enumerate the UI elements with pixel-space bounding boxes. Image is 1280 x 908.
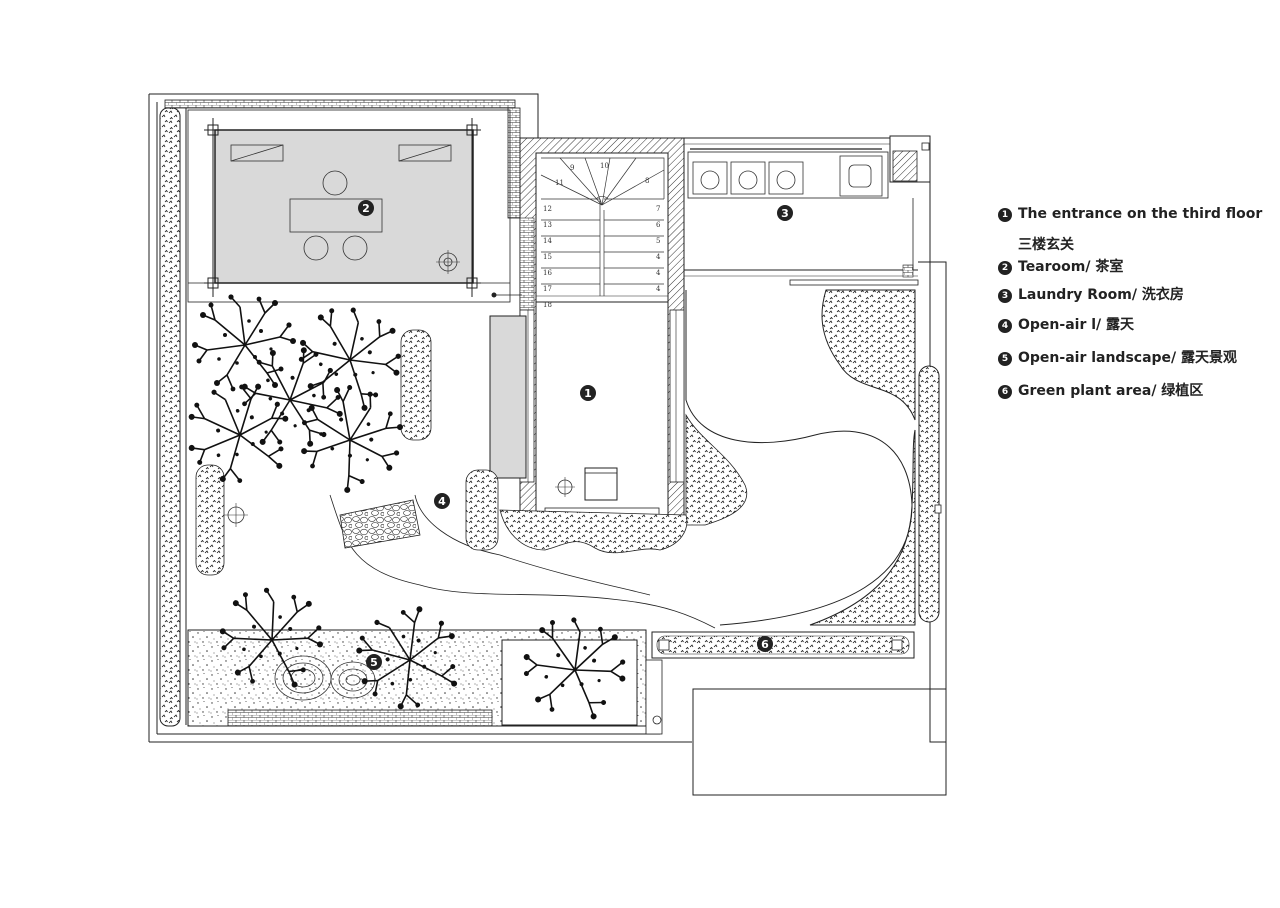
legend-item: 2 Tearoom/ 茶室 [998, 256, 1123, 276]
laundry-room [684, 135, 931, 286]
legend-sublabel: 三楼玄关 [1018, 237, 1074, 253]
svg-text:2: 2 [362, 202, 370, 215]
marker-5: 5 [366, 654, 382, 670]
legend-number: 2 [998, 261, 1012, 275]
stair-step-right-3: 4 [656, 253, 661, 261]
cabinet [489, 315, 527, 479]
legend-label: Green plant area/ 绿植区 [1018, 383, 1204, 399]
stair-step-left-6: 18 [543, 301, 552, 309]
stool [303, 235, 329, 261]
left-planter [159, 107, 187, 727]
marker-3: 3 [777, 205, 793, 221]
stair-step-right-5: 4 [656, 285, 661, 293]
stair-step-left-1: 13 [543, 221, 552, 229]
legend-item: 4 Open-air l/ 露天 [998, 314, 1134, 334]
stool [322, 170, 348, 196]
stair-step-right-0: 7 [656, 205, 660, 213]
legend-item: 1 The entrance on the third floor [998, 206, 1262, 222]
svg-text:6: 6 [761, 638, 769, 651]
stair-step-left-0: 12 [543, 205, 552, 213]
legend-item: 5 Open-air landscape/ 露天景观 [998, 347, 1237, 367]
marker-6: 6 [757, 636, 773, 652]
outer-boundary [148, 93, 947, 796]
legend-number: 3 [998, 289, 1012, 303]
legend-label: Tearoom/ 茶室 [1018, 259, 1124, 275]
marker-4: 4 [434, 493, 450, 509]
svg-text:3: 3 [781, 207, 789, 220]
stair-step-top-2: 8 [645, 177, 649, 185]
legend-label: The entrance on the third floor [1018, 206, 1263, 222]
svg-text:5: 5 [370, 656, 378, 669]
garden-path [329, 494, 716, 629]
stair-step-left-5: 17 [543, 285, 552, 293]
stair-step-top-0: 9 [570, 164, 574, 172]
stair-step-top-3: 11 [555, 179, 564, 187]
legend-label: Open-air l/ 露天 [1018, 317, 1135, 333]
svg-text:4: 4 [438, 495, 446, 508]
stair-step-left-3: 15 [543, 253, 552, 261]
stepping-stones [339, 499, 421, 549]
legend-number: 4 [998, 319, 1012, 333]
svg-text:1: 1 [584, 387, 592, 400]
stool [342, 235, 368, 261]
stair-step-right-1: 6 [656, 221, 661, 229]
green-plant-area [651, 631, 915, 659]
stair-step-right-4: 4 [656, 269, 661, 277]
right-shrub-beds [499, 289, 940, 626]
lawn-edge [685, 290, 913, 626]
legend-label: Open-air landscape/ 露天景观 [1018, 350, 1238, 366]
marker-1: 1 [580, 385, 596, 401]
tea-table [289, 198, 383, 233]
top-brick-wall [164, 99, 516, 109]
legend-number: 5 [998, 352, 1012, 366]
legend-number: 6 [998, 385, 1012, 399]
stair-step-top-1: 10 [600, 162, 609, 170]
legend-item: 3 Laundry Room/ 洗衣房 [998, 284, 1184, 304]
entrance-block: 12 13 14 15 16 17 18 7 6 5 4 4 4 9 10 8 11 [519, 137, 685, 529]
marker-2: 2 [358, 200, 374, 216]
stair-step-right-2: 5 [656, 237, 660, 245]
stair-step-left-4: 16 [543, 269, 552, 277]
tearoom [187, 109, 511, 303]
legend-number: 1 [998, 208, 1012, 222]
landscape-strip [187, 629, 663, 735]
legend-label: Laundry Room/ 洗衣房 [1018, 287, 1184, 303]
shrub-column [195, 329, 499, 576]
stair-step-left-2: 14 [543, 237, 552, 245]
legend-item: 6 Green plant area/ 绿植区 [998, 380, 1203, 400]
